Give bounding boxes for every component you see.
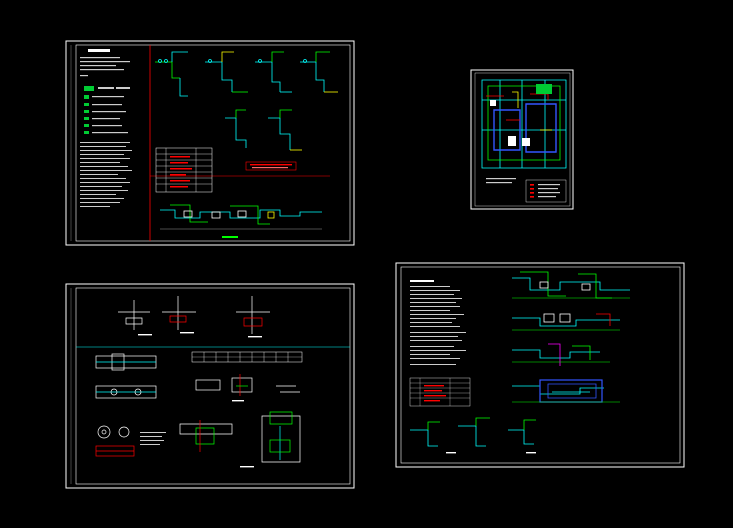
sheet-4-notes-block xyxy=(410,280,466,365)
sheet-bottom-right[interactable] xyxy=(395,262,685,468)
sheet-1-red-callout xyxy=(245,161,297,171)
sheet-1-schedule-table xyxy=(155,147,213,193)
sheet-3-outer-frame xyxy=(65,283,355,489)
sheet-top-left[interactable] xyxy=(65,40,355,246)
sheet-4-system-diagrams xyxy=(410,271,630,454)
sheet-top-right[interactable] xyxy=(470,69,574,210)
sheet-3-fixture-details xyxy=(179,374,301,468)
sheet-4-legend-table xyxy=(409,377,471,407)
sheet-4-outer-frame xyxy=(395,262,685,468)
sheet-3-detail-table xyxy=(191,351,303,363)
sheet-2-inner-frame xyxy=(474,72,571,207)
sheet-2-outer-frame xyxy=(470,69,574,210)
sheet-4-inner-frame xyxy=(400,266,681,464)
sheet-3-pipe-detail xyxy=(95,353,166,457)
sheet-1-notes-block xyxy=(80,49,132,207)
sheet-2-legend-table xyxy=(486,178,567,203)
sheet-1-inner-frame xyxy=(75,44,351,242)
sheet-1-outer-frame xyxy=(65,40,355,246)
sheet-bottom-left[interactable] xyxy=(65,283,355,489)
sheet-2-floor-plan xyxy=(481,79,567,169)
sheet-1-riser-diagrams xyxy=(155,51,338,151)
sheet-3-inner-frame xyxy=(75,287,351,485)
sheet-1-system-diagram xyxy=(160,204,322,238)
sheet-3-section-details xyxy=(118,296,270,338)
